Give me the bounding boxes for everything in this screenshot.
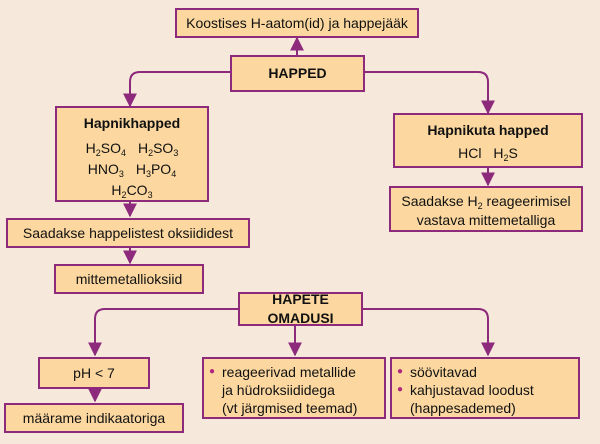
acids-title: HAPPED xyxy=(268,65,327,81)
composition-text: Koostises H-aatom(id) ja happejääk xyxy=(186,14,408,31)
oxyacids-title: Hapnikhapped xyxy=(83,115,181,131)
formula-h2so4: H2SO4 xyxy=(85,140,127,158)
formula-row: H2SO4 H2SO3 xyxy=(57,139,207,158)
reactions-box: reageerivad metallide ja hüdroksiididega… xyxy=(202,357,386,419)
properties-box: HAPETE OMADUSI xyxy=(238,291,363,326)
formula-h2co3: H2CO3 xyxy=(111,182,153,200)
harm-list: söövitavad kahjustavad loodust (happesad… xyxy=(396,363,578,417)
arrow-to-ph xyxy=(88,308,238,357)
formula-h3po4: H3PO4 xyxy=(135,161,177,179)
corrosive-item: söövitavad xyxy=(396,363,578,381)
harm-item: kahjustavad loodust (happesademed) xyxy=(396,381,578,417)
oxyacids-obtained-text: Saadakse happelistest oksiididest xyxy=(22,224,234,241)
formula-hno3: HNO3 xyxy=(87,161,124,179)
nonoxy-obtained-line2: vastava mittemetalliga xyxy=(416,212,556,228)
formula-row: HNO3 H3PO4 xyxy=(57,160,207,179)
arrow-to-oxyacids xyxy=(123,71,230,108)
nonoxy-obtained-box: Saadakse H2 reageerimisel vastava mittem… xyxy=(389,186,583,232)
reactions-item: reageerivad metallide ja hüdroksiididega… xyxy=(208,363,384,417)
oxyacid-formula-list: H2SO4 H2SO3 HNO3 H3PO4 H2CO3 xyxy=(57,139,207,200)
nonoxy-box: Hapnikuta happed HCl H2S xyxy=(393,113,583,168)
arrow-to-nonoxy xyxy=(365,71,495,115)
formula-h2so3: H2SO3 xyxy=(137,140,179,158)
oxyacids-box: Hapnikhapped H2SO4 H2SO3 HNO3 H3PO4 H2CO… xyxy=(55,106,209,202)
formula-row: H2CO3 xyxy=(57,181,207,200)
oxyacids-source-box: mittemetallioksiid xyxy=(54,264,204,294)
nonoxy-title: Hapnikuta happed xyxy=(427,122,549,138)
composition-box: Koostises H-aatom(id) ja happejääk xyxy=(175,8,419,38)
formula-hcl: HCl xyxy=(458,145,482,161)
indicator-box: määrame indikaatoriga xyxy=(4,403,184,433)
ph-box: pH < 7 xyxy=(38,357,150,389)
acids-box: HAPPED xyxy=(230,55,365,92)
harm-box: söövitavad kahjustavad loodust (happesad… xyxy=(390,357,580,419)
nonoxy-formula-list: HCl H2S xyxy=(395,144,581,163)
oxyacids-obtained-box: Saadakse happelistest oksiididest xyxy=(6,218,250,248)
oxyacids-source-text: mittemetallioksiid xyxy=(75,270,183,287)
reactions-list: reageerivad metallide ja hüdroksiididega… xyxy=(208,363,384,417)
arrow-to-harm xyxy=(363,308,495,357)
formula-h2s: H2S xyxy=(493,145,518,163)
indicator-text: määrame indikaatoriga xyxy=(22,409,166,426)
ph-text: pH < 7 xyxy=(73,364,115,381)
nonoxy-obtained-line1: Saadakse H2 reageerimisel xyxy=(401,193,571,211)
properties-title: HAPETE OMADUSI xyxy=(267,291,334,326)
